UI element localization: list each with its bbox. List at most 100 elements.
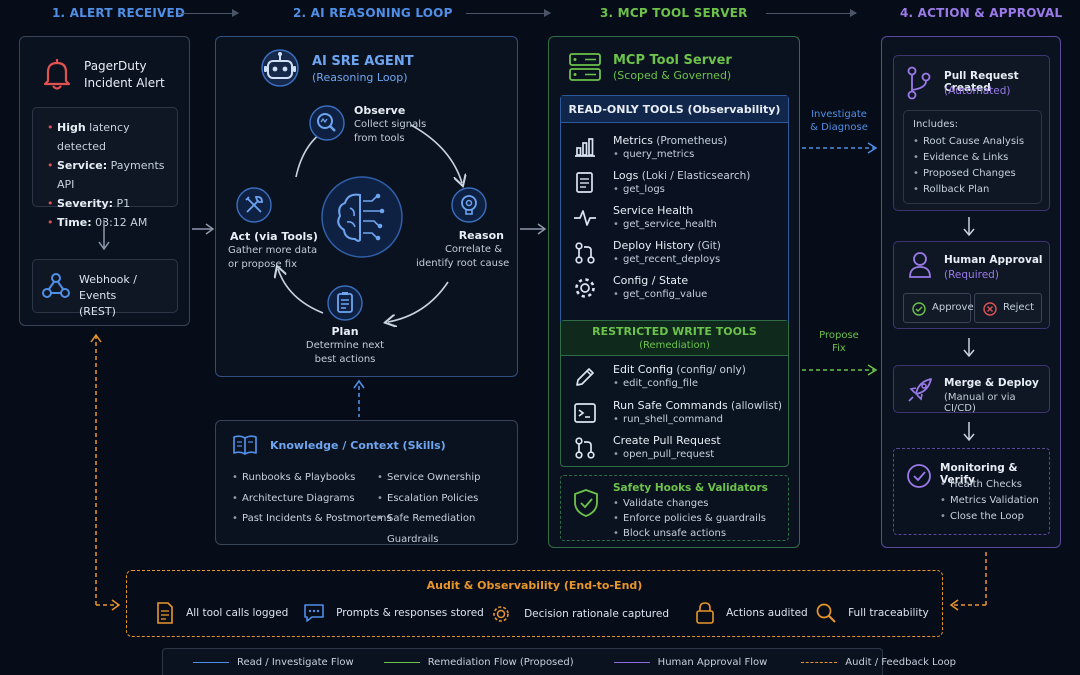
down-arrow: [97, 220, 111, 256]
server-icon: [569, 52, 601, 86]
tool-detail: (Loki / Elasticsearch): [638, 170, 751, 182]
approve-label: Approve: [932, 302, 974, 313]
act-line2: or propose fix: [228, 259, 297, 270]
plan-icon: [327, 285, 363, 325]
brain-icon: [320, 175, 404, 263]
monitor-item: Health Checks: [940, 477, 1039, 493]
step-arrow-3: [766, 9, 857, 17]
includes-item: Root Cause Analysis: [913, 134, 1041, 150]
user-icon: [908, 251, 932, 283]
reject-button[interactable]: Reject: [974, 293, 1042, 323]
safety-item: Validate changes: [613, 496, 766, 511]
tool-function: edit_config_file: [613, 377, 698, 391]
legend-label: Remediation Flow (Proposed): [427, 657, 574, 668]
webhook-sub: (REST): [79, 305, 116, 318]
knowledge-item: Service Ownership: [377, 468, 517, 489]
legend-label: Read / Investigate Flow: [237, 657, 354, 668]
tool-function: run_shell_command: [613, 413, 723, 427]
safety-item: Block unsafe actions: [613, 526, 766, 541]
agent-subtitle: (Reasoning Loop): [312, 71, 408, 84]
lock-icon: [696, 602, 714, 624]
merge-title: Merge & Deploy: [944, 377, 1039, 389]
check-circle-icon: [906, 463, 932, 493]
merge-subtitle: (Manual or via CI/CD): [944, 392, 1016, 414]
write-tools-box: RESTRICTED WRITE TOOLS (Remediation) Edi…: [560, 320, 789, 467]
audit-panel: Audit & Observability (End-to-End) All t…: [126, 570, 943, 637]
investigate-label-1: Investigate: [811, 109, 867, 120]
observe-icon: [309, 105, 345, 145]
alert-title-2: Incident Alert: [84, 76, 165, 90]
reject-label: Reject: [1003, 302, 1035, 313]
tool-function: get_logs: [613, 183, 665, 197]
safety-box: Safety Hooks & Validators Validate chang…: [560, 475, 789, 541]
observe-line1: Collect signals: [354, 119, 427, 130]
observe-line2: from tools: [354, 133, 405, 144]
alert-detail-row: Time: 03:12 AM: [47, 213, 177, 232]
includes-item: Evidence & Links: [913, 150, 1041, 166]
alert-title-1: PagerDuty: [84, 59, 147, 73]
monitor-item: Close the Loop: [940, 509, 1039, 525]
tool-detail: (config/ only): [673, 364, 746, 376]
tool-name: Service Health: [613, 204, 694, 217]
approval-title: Human Approval: [944, 254, 1043, 266]
read-tools-box: READ-ONLY TOOLS (Observability) Metrics …: [560, 95, 789, 348]
knowledge-item: Safe Remediation Guardrails: [377, 509, 517, 550]
approve-button[interactable]: Approve: [903, 293, 974, 323]
magnifier-icon: [816, 603, 836, 623]
tool-row: Logs (Loki / Elasticsearch)get_logs: [561, 166, 788, 201]
tool-row: Config / Stateget_config_value: [561, 271, 788, 306]
step-4-label: 4. ACTION & APPROVAL: [900, 6, 1063, 20]
flow-arrow-agent-to-mcp: [520, 219, 547, 238]
tool-detail: (allowlist): [727, 399, 782, 412]
pr-title: Pull Request Created: [944, 70, 1019, 94]
check-icon: [912, 302, 926, 316]
webhook-icon: [41, 271, 71, 305]
investigate-label-2: & Diagnose: [810, 122, 868, 133]
audit-item: Decision rationale captured: [489, 602, 669, 626]
propose-label-2: Fix: [832, 343, 846, 354]
safety-item: Enforce policies & guardrails: [613, 511, 766, 526]
git-icon: [575, 437, 595, 459]
propose-label-1: Propose: [819, 330, 859, 341]
tool-name: Deploy History: [613, 239, 695, 252]
bar-chart-icon: [575, 138, 595, 157]
mcp-panel: MCP Tool Server (Scoped & Governed) READ…: [548, 36, 800, 548]
tool-function: open_pull_request: [613, 448, 714, 462]
monitor-item: Metrics Validation: [940, 493, 1039, 509]
rocket-icon: [906, 376, 934, 408]
tool-function: get_recent_deploys: [613, 253, 720, 267]
audit-item: Full traceability: [815, 602, 929, 624]
pr-includes: Includes: Root Cause Analysis Evidence &…: [903, 110, 1042, 204]
legend-swatch: [613, 661, 650, 663]
legend-swatch: [193, 661, 229, 663]
flow-arrow-alert-to-agent: [192, 219, 215, 238]
tool-function: get_service_health: [613, 218, 717, 232]
includes-label: Includes:: [913, 119, 958, 130]
pencil-icon: [576, 368, 594, 386]
agent-title: AI SRE AGENT: [312, 54, 414, 69]
step-arrow-2: [466, 9, 551, 17]
plan-line1: Determine next: [305, 340, 385, 351]
down-arrow: [962, 422, 976, 446]
tool-row: Service Healthget_service_health: [561, 201, 788, 236]
tools-icon: [236, 187, 272, 227]
merge-card: Merge & Deploy (Manual or via CI/CD): [893, 365, 1050, 414]
knowledge-title: Knowledge / Context (Skills): [270, 439, 446, 452]
tool-name: Edit Config: [613, 363, 674, 376]
pr-card: Pull Request Created (Automated) Include…: [893, 55, 1050, 211]
knowledge-item: Runbooks & Playbooks: [232, 468, 392, 489]
tool-name: Config / State: [613, 274, 689, 287]
tool-detail: (Git): [694, 240, 721, 252]
audit-item: Prompts & responses stored: [303, 602, 484, 624]
step-arrow-1: [178, 9, 239, 17]
read-tools-header: READ-ONLY TOOLS (Observability): [561, 96, 788, 123]
x-icon: [983, 302, 997, 316]
write-tools-subheader: (Remediation): [639, 340, 710, 351]
legend-swatch: [383, 661, 420, 663]
act-line1: Gather more data: [228, 245, 318, 256]
propose-arrow: [802, 360, 878, 379]
mcp-subtitle: (Scoped & Governed): [613, 69, 732, 82]
tool-row: Create Pull Requestopen_pull_request: [561, 431, 788, 467]
reason-title: Reason: [458, 229, 504, 242]
shield-icon: [573, 488, 599, 522]
